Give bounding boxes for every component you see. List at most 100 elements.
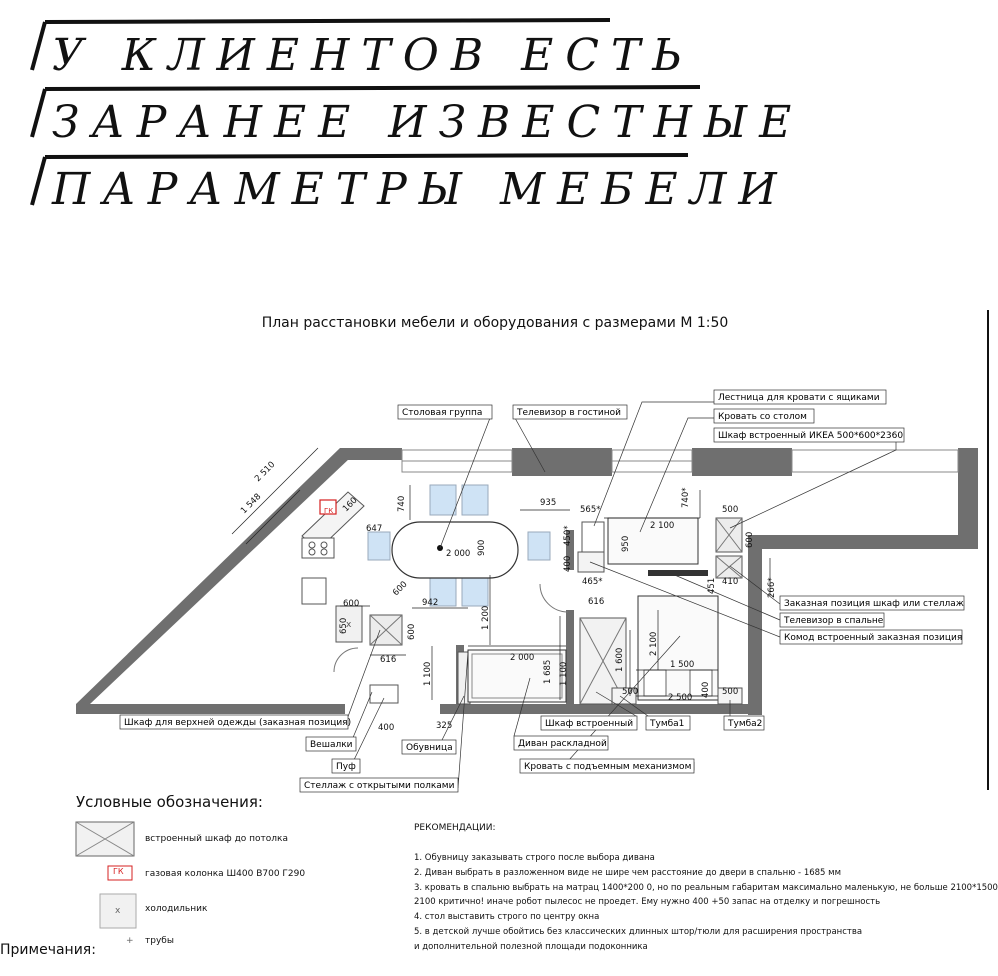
label-box [305,736,357,752]
label-box [119,714,349,730]
chair [429,484,457,516]
walls [76,448,978,715]
label-dining-group: Столовая группа [402,408,482,418]
dim-600d: 600 [407,624,417,640]
wall-right-horizontal [748,535,978,549]
dim-1548: 1 548 [239,492,263,516]
legend-symbols [75,821,137,929]
banner-line-2: ЗАРАНЕЕ ИЗВЕСТНЫЕ [52,97,804,148]
banner-line-1: У КЛИЕНТОВ ЕСТЬ [52,30,694,81]
label-box [299,777,459,793]
burner [308,548,316,556]
recommendation-item: 2. Диван выбрать в разложенном виде не ш… [414,868,841,878]
recommendation-item: 2100 критично! иначе робот пылесос не пр… [414,897,881,907]
legend-gas-marker: ГК [113,867,124,876]
dim-500c: 500 [722,687,738,697]
dim-465: 465* [582,577,602,587]
leader-tv-living [514,417,546,473]
dim-650: 650 [339,618,349,634]
dim-line [245,489,301,545]
label-box [779,595,965,611]
label-nightstand2: Тумба2 [727,719,762,729]
label-dresser: Комод встроенный заказная позиция [784,633,962,643]
legend-fridge-symbol [99,893,137,929]
chair [367,531,391,561]
label-box [779,629,963,645]
label-box [713,408,815,424]
dim-400c: 400 [378,723,394,733]
dim-266: 266* [767,578,777,598]
sink [301,577,327,605]
label-hangers: Вешалки [310,740,353,750]
dim-2000b: 2 000 [510,653,534,663]
burner [308,541,316,549]
label-open-shelf: Стеллаж с открытыми полками [304,781,455,791]
label-box [519,758,695,774]
dim-line [231,447,319,535]
sofa [467,649,567,703]
legend-fridge-text: холодильник [145,904,208,914]
label-lift-bed: Кровать с подъемным механизмом [524,762,691,772]
gas-boiler-label: ГК [324,507,333,515]
dim-2510: 2 510 [253,460,277,484]
recommendation-item: и дополнительной полезной площади подоко… [414,942,648,952]
label-builtin-wardrobe: Шкаф встроенный [545,719,633,729]
shelf-cross [715,555,743,579]
recommendations-title: РЕКОМЕНДАЦИИ: [414,823,496,833]
dim-600a: 600 [745,532,755,548]
dim-1685: 1 685 [543,660,553,684]
tv-bedroom-object [648,570,708,576]
sofa-bed [467,649,567,703]
dim-400b: 400 [701,682,711,698]
dim-1500: 1 500 [670,660,694,670]
label-sofa-bed: Диван раскладной [518,739,607,749]
wall-top-right [692,448,792,476]
windows [401,449,959,473]
door-arc [539,583,569,613]
leader-nightstand1 [619,695,649,717]
leader-dining [439,417,491,549]
leader-tv-bedroom [669,572,781,621]
label-box [331,758,361,774]
door-arc [333,647,359,673]
label-box [397,404,493,420]
leader-bed-desk [639,417,714,533]
leader-pouf [351,697,385,765]
legend-pipes-marker: + [126,936,134,946]
dim-600b: 600 [343,599,359,609]
dim-942: 942 [422,598,438,608]
dim-1600: 1 600 [615,648,625,672]
leader-shoe-rack [439,695,465,745]
legend-fridge-marker: х [115,906,121,916]
dim-647: 647 [366,524,382,534]
dim-2100a: 2 100 [650,521,674,531]
dim-2100b: 2 100 [649,632,659,656]
dim-1200: 1 200 [481,606,491,630]
dim-900: 900 [477,540,487,556]
leader-ladder [593,401,714,527]
bed-with-desk [607,517,699,565]
recommendation-item: 4. стол выставить строго по центру окна [414,912,600,922]
dim-400a: 400 [563,556,573,572]
label-ladder: Лестница для кровати с ящиками [718,393,880,403]
legend-pipes-text: трубы [145,936,174,946]
label-nightstand1: Тумба1 [649,719,684,729]
window-right [791,449,959,473]
notes-heading-cut: Примечания: [0,942,96,958]
dim-450: 450* [563,526,573,546]
wall-partition [566,610,574,714]
leader-dresser [589,561,781,638]
recommendation-item: 5. в детской лучше обойтись без классиче… [414,927,863,937]
dim-325: 325 [436,721,452,731]
label-box [512,404,628,420]
leader-custom-shelf [729,565,781,605]
burner [320,548,328,556]
wall-bottom [440,704,760,714]
legend-title: Условные обозначения: [76,793,263,811]
legend-gas-symbol [107,865,133,881]
dim-451: 451 [707,578,717,594]
leader-hangers [351,691,373,741]
fridge [335,605,363,643]
label-custom-shelf: Заказная позиция шкаф или стеллаж [784,599,964,609]
wall-top-left [340,448,402,460]
